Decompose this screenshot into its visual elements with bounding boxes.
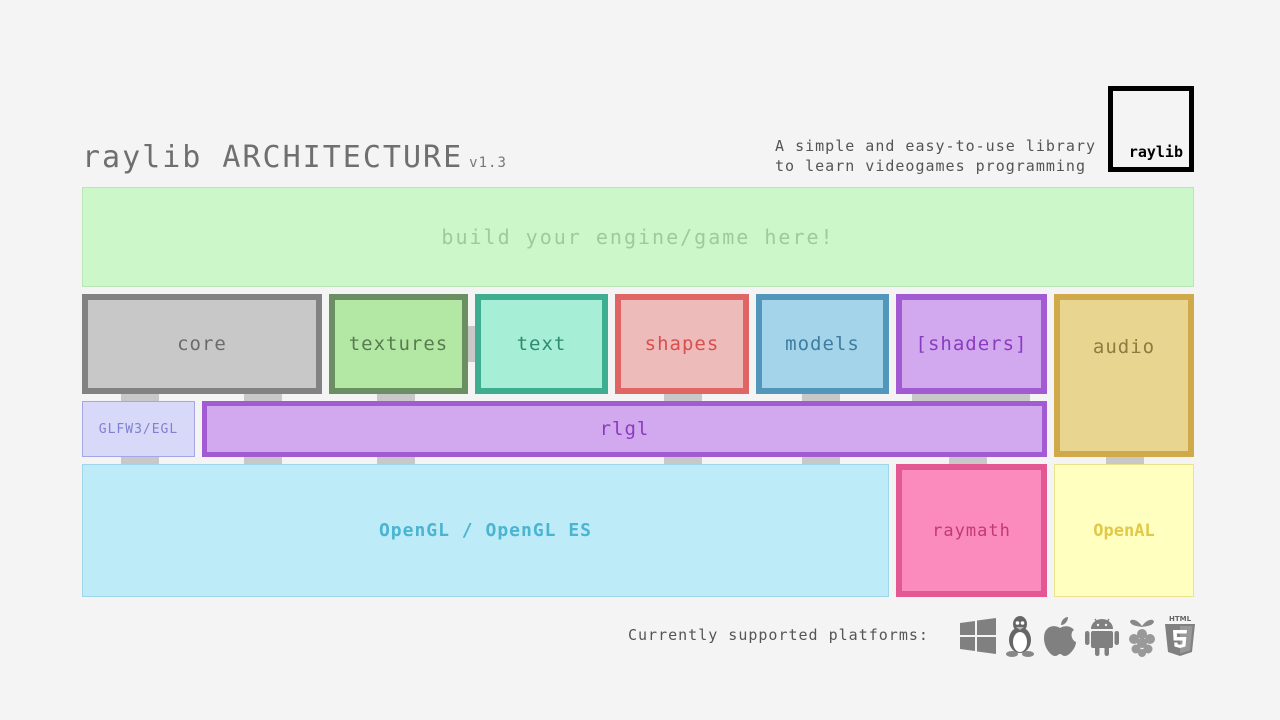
raspberry-pi-icon	[1129, 619, 1155, 657]
connector	[912, 394, 1030, 401]
opengl-layer: OpenGL / OpenGL ES	[82, 464, 889, 597]
raymath-module: raymath	[896, 464, 1047, 597]
connector	[802, 394, 840, 401]
audio-module: audio	[1054, 294, 1194, 457]
shapes-module: shapes	[615, 294, 749, 394]
engine-area: build your engine/game here!	[82, 187, 1194, 287]
title-text: raylib ARCHITECTURE	[82, 140, 464, 175]
connector	[664, 457, 702, 464]
connector	[1106, 457, 1144, 464]
connector	[244, 457, 282, 464]
connector	[949, 457, 987, 464]
connector	[244, 394, 282, 401]
logo-text: raylib	[1128, 143, 1183, 161]
svg-text:HTML: HTML	[1169, 615, 1192, 623]
connector	[802, 457, 840, 464]
apple-icon	[1044, 617, 1076, 656]
glfw-egl-layer: GLFW3/EGL	[82, 401, 195, 457]
text-module: text	[475, 294, 608, 394]
platforms-label: Currently supported platforms:	[628, 626, 929, 644]
connector	[377, 394, 415, 401]
page-title: raylib ARCHITECTURE v1.3	[82, 140, 507, 175]
html5-icon: HTML	[1165, 615, 1195, 656]
connector	[377, 457, 415, 464]
connector	[121, 457, 159, 464]
linux-icon	[1006, 616, 1034, 657]
windows-icon	[960, 618, 996, 654]
tagline-line-2: to learn videogames programming	[775, 157, 1086, 175]
tagline-line-1: A simple and easy-to-use library	[775, 137, 1096, 155]
rlgl-layer: rlgl	[202, 401, 1047, 457]
shaders-module: [shaders]	[896, 294, 1047, 394]
models-module: models	[756, 294, 889, 394]
raylib-logo: raylib	[1108, 86, 1194, 172]
textures-module: textures	[329, 294, 468, 394]
android-icon	[1085, 618, 1119, 656]
version-label: v1.3	[469, 155, 507, 171]
tagline: A simple and easy-to-use library to lear…	[775, 136, 1096, 176]
connector	[664, 394, 702, 401]
core-module: core	[82, 294, 322, 394]
connector	[121, 394, 159, 401]
openal-layer: OpenAL	[1054, 464, 1194, 597]
